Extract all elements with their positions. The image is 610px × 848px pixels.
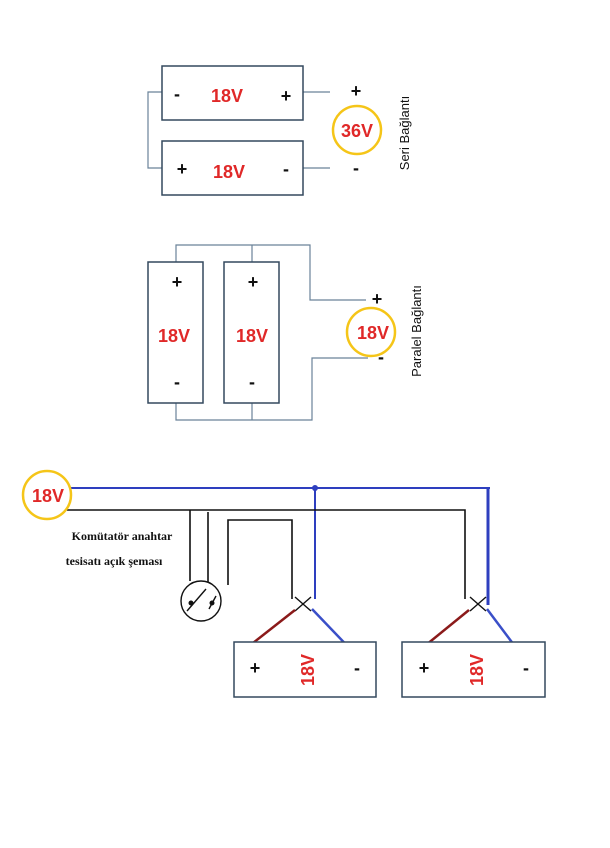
switch-caption-line-1: Komütatör anahtar (72, 529, 173, 543)
lamp-2-red-lead (425, 609, 470, 646)
parallel-battery-1 (147, 261, 204, 404)
parallel-battery-2-voltage: 18V (236, 326, 268, 346)
series-connection: - 18V + + 18V - + - 36V Seri Bağlantı (147, 65, 412, 196)
lamp-1-plus: + (250, 658, 261, 678)
series-total-highlight (331, 104, 383, 156)
lamp-1-voltage: 18V (298, 654, 318, 686)
series-bottom-voltage: 18V (213, 162, 245, 182)
series-caption: Seri Bağlantı (397, 96, 412, 170)
source-voltage: 18V (32, 486, 64, 506)
series-link-wire (147, 91, 162, 169)
series-top-voltage: 18V (211, 86, 243, 106)
parallel-battery-1-minus: - (174, 372, 180, 392)
lamp-1-minus: - (354, 658, 360, 678)
parallel-battery-2-plus: + (248, 272, 259, 292)
parallel-battery-2 (223, 261, 280, 404)
series-output-minus: - (353, 158, 359, 178)
parallel-total-highlight (345, 306, 397, 358)
series-bottom-right-sign: - (283, 159, 289, 179)
changeover-switch (180, 580, 222, 622)
parallel-output-plus: + (372, 289, 383, 309)
switch-circuit: + 18V - + 18V - 18V Komütatör anahtar te… (21, 469, 546, 698)
series-total-voltage: 36V (341, 121, 373, 141)
parallel-plus-wire (175, 244, 366, 301)
lamp-2-plus: + (419, 658, 430, 678)
lamp-2-cross (469, 596, 487, 612)
parallel-minus-wire (175, 357, 368, 421)
series-battery-top (161, 65, 304, 121)
series-top-left-sign: - (174, 84, 180, 104)
parallel-battery-1-voltage: 18V (158, 326, 190, 346)
black-switch-out-2 (227, 519, 293, 599)
series-bottom-left-sign: + (177, 159, 188, 179)
lamp-1-red-lead (252, 609, 296, 644)
switch-caption-line-2: tesisatı açık şeması (66, 554, 163, 568)
parallel-connection: + 18V - + 18V - + - 18V Paralel Bağlantı (147, 244, 424, 421)
lamp-1-cross (294, 596, 312, 612)
switch-lever-2 (208, 595, 217, 610)
lamp-1-box (233, 641, 377, 698)
parallel-battery-1-plus: + (172, 272, 183, 292)
series-battery-bottom (161, 140, 304, 196)
series-output-plus: + (351, 81, 362, 101)
parallel-caption: Paralel Bağlantı (409, 285, 424, 377)
switch-lever (186, 588, 207, 612)
parallel-output-minus: - (378, 347, 384, 367)
lamp-2-minus: - (523, 658, 529, 678)
lamp-2-voltage: 18V (467, 654, 487, 686)
blue-junction (312, 485, 318, 491)
lamp-2-box (401, 641, 546, 698)
source-highlight (21, 469, 73, 521)
black-supply-wire (67, 509, 466, 599)
parallel-total-voltage: 18V (357, 323, 389, 343)
series-top-right-sign: + (281, 86, 292, 106)
parallel-battery-2-minus: - (249, 372, 255, 392)
